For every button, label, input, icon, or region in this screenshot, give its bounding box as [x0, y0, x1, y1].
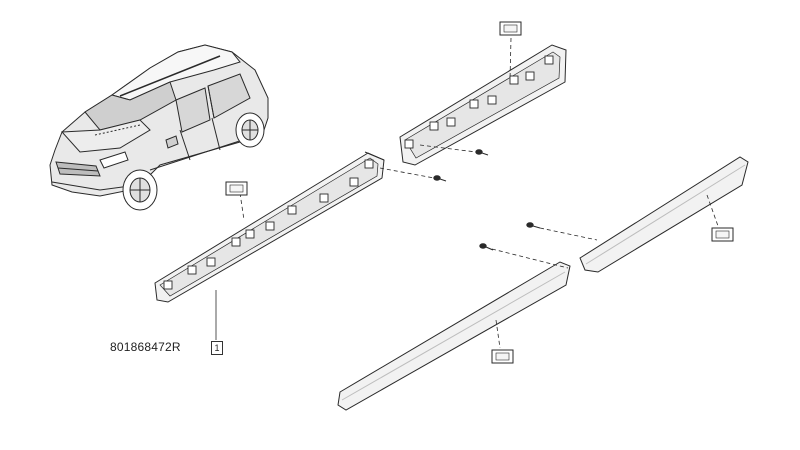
screw [526, 222, 541, 229]
clip [287, 205, 297, 215]
car-side-window-front [175, 87, 211, 133]
screw [475, 149, 489, 156]
reference-index-box: 1 [211, 341, 223, 355]
clip [544, 55, 554, 65]
car-headlight [99, 151, 129, 169]
clip [265, 221, 275, 231]
car-illustration [49, 44, 269, 211]
car-mirror [165, 135, 179, 149]
clip [245, 229, 255, 239]
front-molding-clips [163, 159, 374, 290]
lower-front-strip [337, 261, 571, 411]
callout-boxes [225, 21, 734, 364]
rear-molding-clips [404, 55, 554, 149]
car-front-wheel [122, 169, 158, 211]
clip [364, 159, 374, 169]
assembly-lines [239, 37, 719, 349]
screws [433, 149, 541, 251]
rear-molding-strip [399, 44, 567, 166]
callout-box [225, 181, 248, 196]
clip [487, 95, 497, 105]
clip [525, 71, 535, 81]
clip [163, 280, 173, 290]
clip [206, 257, 216, 267]
car-rear-wheel [235, 112, 265, 148]
clip [446, 117, 456, 127]
part-number-label: 801868472R [110, 340, 181, 354]
screw [479, 243, 494, 251]
clip [319, 193, 329, 203]
clip [429, 121, 439, 131]
clip [187, 265, 197, 275]
clip [231, 237, 241, 247]
clip [404, 139, 414, 149]
clip [349, 177, 359, 187]
clip [509, 75, 519, 85]
lower-rear-strip [579, 156, 749, 273]
screw [433, 175, 447, 182]
clip [469, 99, 479, 109]
callout-box [499, 21, 522, 36]
callout-box [491, 349, 514, 364]
callout-box [711, 227, 734, 242]
